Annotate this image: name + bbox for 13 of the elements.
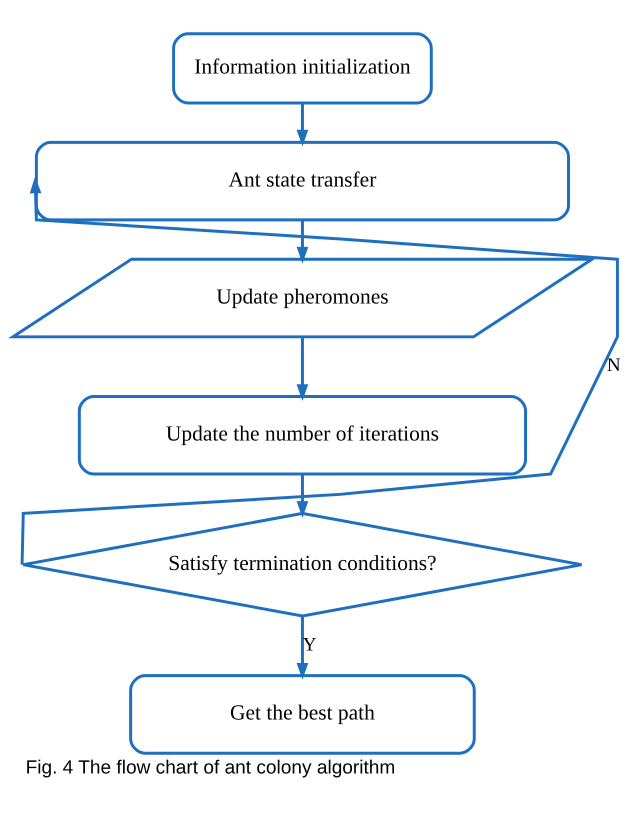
arrow: [296, 220, 308, 264]
node-box: Ant state transfer: [34, 140, 570, 222]
edge-label: N: [606, 355, 621, 376]
node-box: Information initialization: [172, 32, 433, 104]
arrow: [296, 474, 308, 518]
arrow: [296, 102, 308, 146]
caption: Fig. 4 The flow chart of ant colony algorithm: [26, 757, 396, 778]
node-diamond: Satisfy termination conditions?: [22, 512, 584, 618]
node-box: Update the number of iterations: [78, 394, 528, 476]
arrow: [20, 176, 619, 565]
node-box: Get the best path: [129, 674, 476, 755]
arrow: [296, 616, 308, 680]
arrow: [296, 337, 308, 401]
